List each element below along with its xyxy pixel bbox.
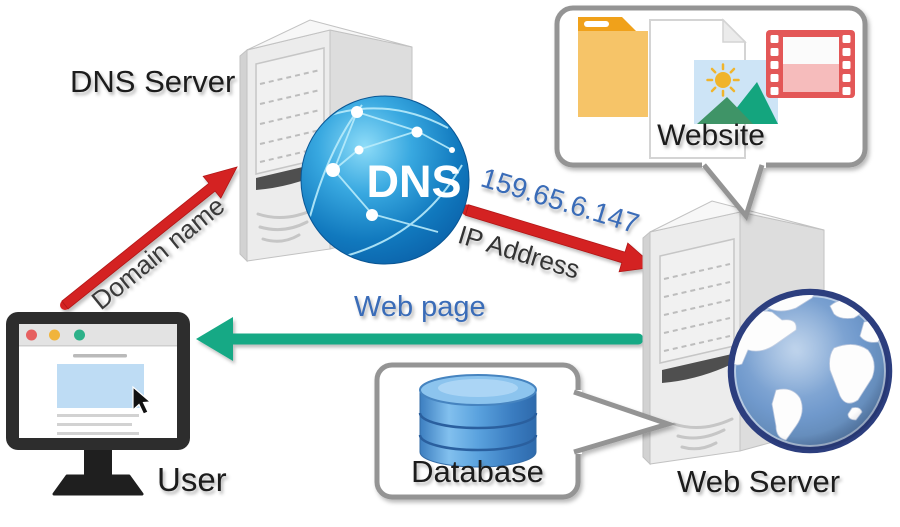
web-page-arrow bbox=[196, 317, 644, 361]
web-server-label: Web Server bbox=[677, 464, 841, 499]
browser-dot-green bbox=[74, 329, 85, 341]
browser-dot-red bbox=[26, 329, 37, 341]
web-page-arrow-label: Web page bbox=[354, 291, 486, 323]
cursor-icon bbox=[132, 385, 152, 415]
folder-icon bbox=[578, 17, 648, 117]
user-label: User bbox=[157, 461, 227, 498]
dns-globe-icon: DNS bbox=[300, 95, 470, 265]
database-callout-label: Database bbox=[411, 454, 544, 489]
database-icon bbox=[418, 374, 538, 468]
webpage-content-block bbox=[57, 364, 144, 408]
website-callout-label: Website bbox=[657, 119, 765, 152]
web-globe-icon bbox=[727, 288, 893, 454]
image-icon bbox=[694, 60, 778, 124]
website-callout-icons bbox=[578, 17, 855, 159]
ip-address-arrow bbox=[461, 204, 656, 273]
film-icon bbox=[766, 30, 855, 98]
domain-name-arrow bbox=[60, 166, 238, 310]
dns-globe-label: DNS bbox=[366, 156, 461, 207]
dns-server-label: DNS Server bbox=[70, 64, 236, 99]
user-monitor-icon bbox=[6, 312, 190, 496]
browser-dot-yellow bbox=[49, 329, 60, 341]
